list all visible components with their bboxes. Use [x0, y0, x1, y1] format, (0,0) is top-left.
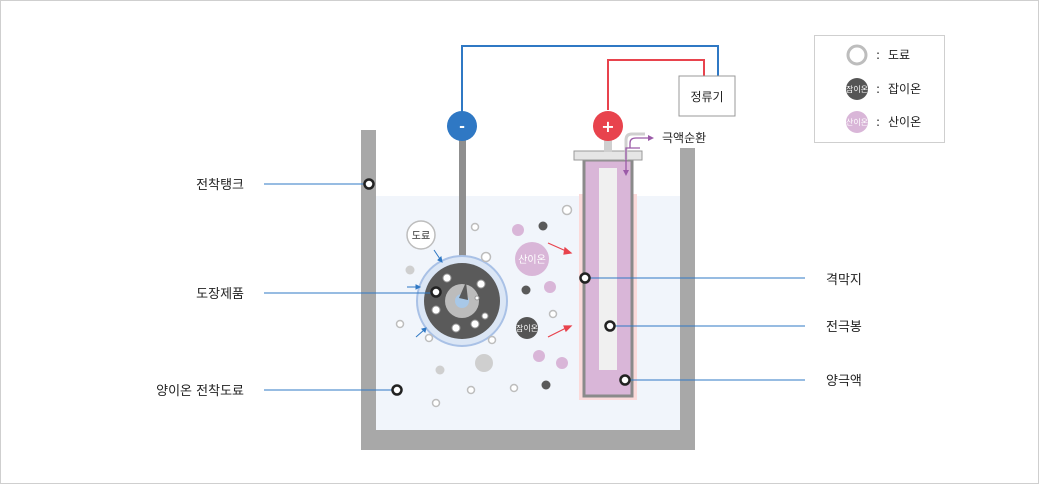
- legend-sep-3: :: [876, 115, 880, 129]
- product-marker: [430, 286, 442, 298]
- anolyte-marker: [619, 374, 631, 386]
- negative-sign: -: [459, 119, 465, 135]
- acid-ion-label: 산이온: [518, 254, 546, 266]
- cathode-rod: [459, 138, 466, 286]
- positive-wire: [607, 59, 705, 110]
- electrode-marker: [604, 320, 616, 332]
- product-label: 도장제품: [196, 287, 244, 302]
- rectifier-label: 정류기: [690, 90, 723, 104]
- positive-terminal: [593, 111, 623, 141]
- paint-particle-labeled: [406, 220, 436, 250]
- legend-sep-1: :: [876, 48, 880, 62]
- anolyte-label: 양극액: [826, 374, 862, 389]
- circulation-pipe: [624, 132, 645, 160]
- rectifier-box: [678, 75, 736, 117]
- electrode-rod: [599, 168, 617, 370]
- tank-label: 전착탱크: [196, 178, 244, 193]
- legend-paint-label: 도료: [888, 48, 910, 62]
- impurity-ion-particles: [521, 221, 551, 390]
- legend-impurity-badge: 잡이온: [846, 84, 868, 94]
- acid-ion-labeled: [515, 242, 549, 276]
- circulation-arrow-in: [625, 147, 640, 170]
- legend-acid-label: 산이온: [888, 115, 921, 129]
- anolyte-circulation-label: 극액순환: [662, 131, 706, 145]
- paint-particle-label: 도료: [412, 231, 430, 242]
- diaphragm-marker: [579, 272, 591, 284]
- paint-particles: [395, 204, 573, 408]
- paint-cation-label: 양이온 전착도료: [156, 384, 244, 399]
- anode-stem: [604, 138, 612, 152]
- circulation-arrow-out: [629, 137, 648, 148]
- chamber-cap: [573, 150, 643, 161]
- legend-impurity-icon: [846, 78, 868, 100]
- product-pointer: [459, 282, 468, 300]
- paint-migration-arrows: [407, 249, 443, 338]
- impurity-ion-label: 잡이온: [516, 323, 538, 333]
- acid-ion-particles: [512, 224, 568, 369]
- diaphragm-label: 격막지: [826, 273, 862, 288]
- legend-acid-icon: [846, 111, 868, 133]
- electrode-rod-label: 전극봉: [826, 320, 862, 335]
- positive-sign: +: [601, 117, 614, 136]
- negative-terminal: [447, 111, 477, 141]
- negative-wire: [461, 45, 719, 124]
- legend-paint-icon: [846, 44, 868, 66]
- legend-impurity-label: 잡이온: [888, 82, 921, 96]
- paint-marker: [391, 384, 403, 396]
- neutral-particles: [405, 265, 493, 375]
- tank-marker: [363, 178, 375, 190]
- ion-migration-arrows: [547, 242, 573, 338]
- legend-acid-badge: 산이온: [846, 117, 868, 127]
- impurity-ion-labeled: [516, 317, 538, 339]
- legend-sep-2: :: [876, 82, 880, 96]
- legend: : 도료 잡이온 : 잡이온 산이온 : 산이온: [814, 35, 945, 143]
- legend-graphic: : 도료 잡이온 : 잡이온 산이온 : 산이온: [846, 44, 921, 133]
